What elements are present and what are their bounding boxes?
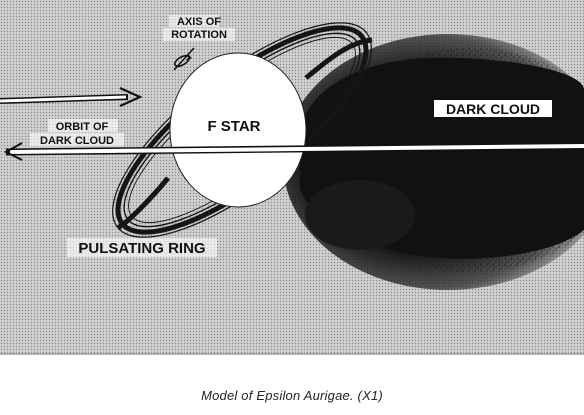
axis-line1-text: AXIS OF xyxy=(177,16,221,28)
pulsating-ring-text: PULSATING RING xyxy=(78,240,205,257)
dark-cloud-text: DARK CLOUD xyxy=(446,101,540,117)
label-dark-cloud: DARK CLOUD xyxy=(434,100,552,117)
orbit-line1-text: ORBIT OF xyxy=(56,121,109,133)
label-f-star: F STAR xyxy=(207,118,260,135)
orbit-line xyxy=(3,142,584,161)
label-pulsating-ring: PULSATING RING xyxy=(67,238,217,257)
label-axis-of-rotation: AXIS OF ROTATION xyxy=(163,15,235,41)
f-star xyxy=(169,52,307,208)
axis-line2-text: ROTATION xyxy=(171,29,227,41)
pulsating-ring-front xyxy=(116,37,373,231)
orbit-line2-text: DARK CLOUD xyxy=(40,135,114,147)
figure-caption: Model of Epsilon Aurigae. (X1) xyxy=(201,388,383,403)
star-motion-arrow xyxy=(0,86,143,108)
axis-of-rotation-icon xyxy=(173,47,195,71)
label-orbit-of-dark-cloud: ORBIT OF DARK CLOUD xyxy=(30,119,124,147)
